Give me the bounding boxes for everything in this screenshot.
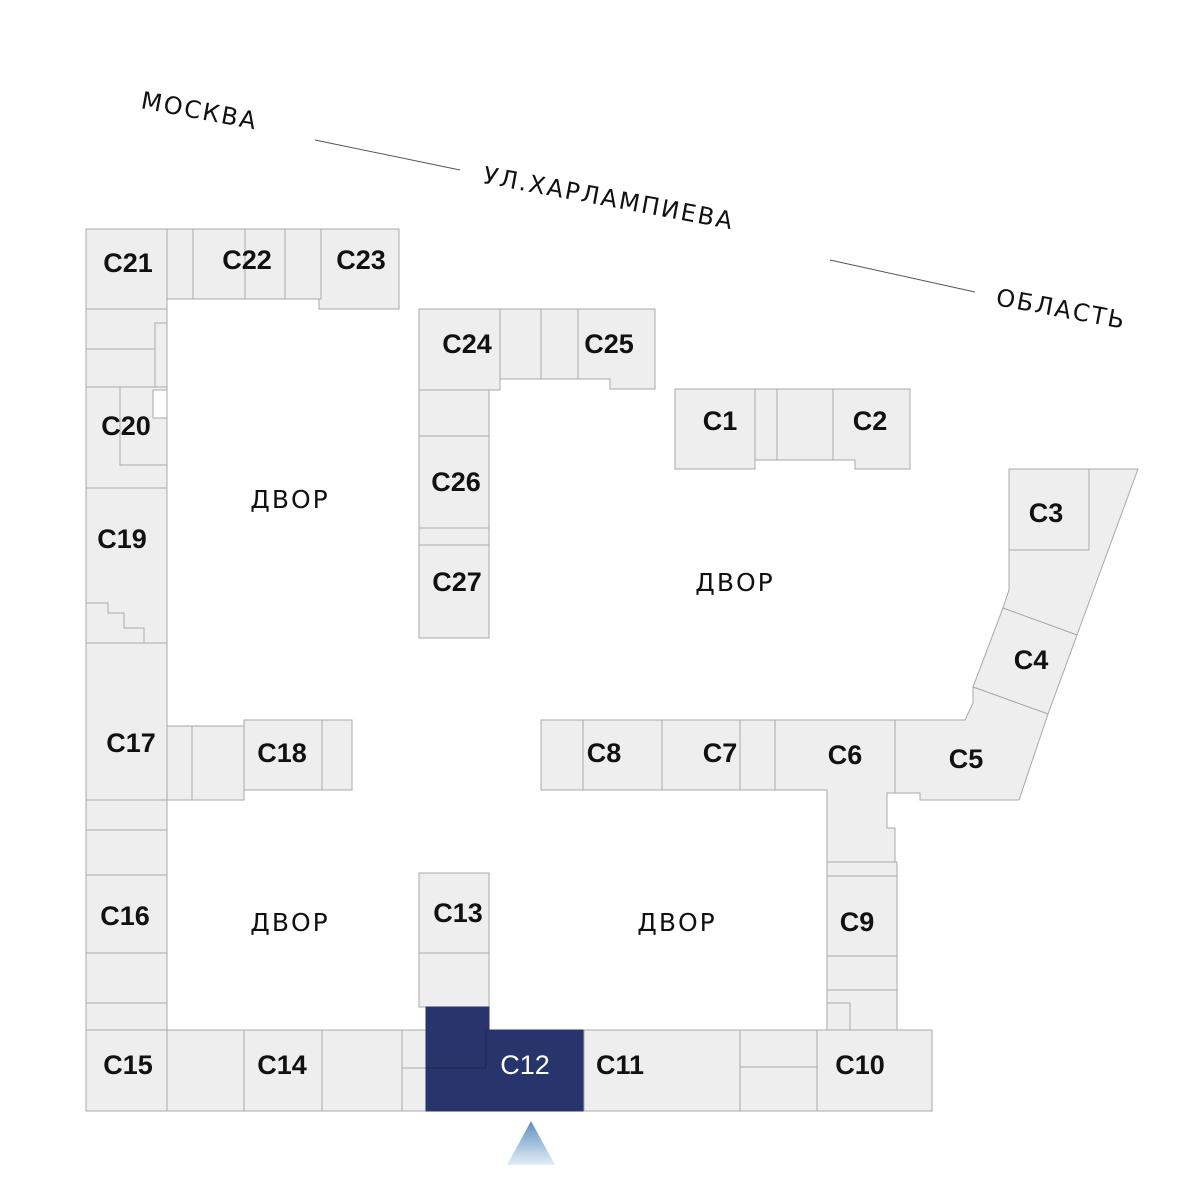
section-block [776, 388, 834, 461]
section-block [85, 952, 168, 1031]
section-label: C10 [835, 1050, 885, 1080]
courtyard-label: ДВОР [695, 568, 774, 597]
section-c24[interactable]: C24 [418, 308, 501, 391]
section-label: C14 [257, 1050, 307, 1080]
section-label: C9 [840, 907, 875, 937]
section-c21[interactable]: C21 [85, 228, 168, 310]
street-label-oblast: ОБЛАСТЬ [994, 283, 1129, 335]
section-c9[interactable]: C9 [826, 875, 898, 957]
section-label: C16 [100, 901, 150, 931]
section-block [739, 1029, 818, 1112]
section-label: C5 [949, 744, 984, 774]
courtyard-label: ДВОР [637, 908, 716, 937]
section-label: C17 [106, 728, 156, 758]
section-block [321, 1029, 427, 1112]
street-label-kharlampieva: УЛ.ХАРЛАМПИЕВА [481, 161, 737, 235]
street-divider [314, 139, 461, 171]
section-c5[interactable]: C5 [894, 686, 1049, 801]
entrance-marker-icon [507, 1121, 555, 1165]
section-label: C23 [336, 245, 386, 275]
section-c13[interactable]: C13 [418, 872, 490, 954]
section-c23[interactable]: C23 [318, 228, 400, 310]
section-c14[interactable]: C14 [243, 1029, 323, 1112]
section-c2[interactable]: C2 [832, 388, 911, 470]
section-c27[interactable]: C27 [418, 527, 490, 639]
courtyard-label: ДВОР [250, 485, 329, 514]
section-block [826, 955, 898, 1034]
section-label: C7 [703, 738, 738, 768]
section-label: C12 [500, 1050, 550, 1080]
section-label: C25 [584, 329, 634, 359]
section-label: C1 [703, 406, 738, 436]
section-block [85, 799, 168, 876]
section-c17[interactable]: C17 [85, 642, 193, 801]
section-c8[interactable]: C8 [540, 719, 663, 791]
section-block [418, 389, 490, 437]
section-c25[interactable]: C25 [577, 308, 656, 390]
section-c3[interactable]: C3 [1002, 468, 1139, 636]
section-label: C26 [431, 467, 481, 497]
section-c10[interactable]: C10 [816, 1029, 933, 1112]
section-label: C3 [1029, 498, 1064, 528]
section-label: C8 [587, 738, 622, 768]
section-label: C27 [432, 567, 482, 597]
section-block [166, 1029, 245, 1112]
section-c12[interactable]: C12 [425, 1006, 585, 1112]
street-label-moskva: МОСКВА [139, 86, 260, 135]
street-divider [829, 259, 976, 293]
section-c7[interactable]: C7 [661, 719, 776, 791]
section-c15[interactable]: C15 [85, 1029, 168, 1112]
section-c20[interactable]: C20 [85, 386, 168, 489]
section-label: C15 [103, 1050, 153, 1080]
courtyard-label: ДВОР [250, 908, 329, 937]
section-c26[interactable]: C26 [418, 435, 490, 529]
section-block [85, 308, 168, 388]
section-block [826, 861, 898, 877]
section-c18[interactable]: C18 [243, 719, 353, 791]
section-block [418, 952, 490, 1008]
section-label: C20 [101, 411, 151, 441]
section-block [284, 228, 322, 300]
section-label: C2 [853, 406, 888, 436]
section-label: C18 [257, 738, 307, 768]
section-label: C19 [97, 524, 147, 554]
section-block [191, 725, 245, 801]
section-c1[interactable]: C1 [674, 388, 778, 470]
section-label: C13 [433, 898, 483, 928]
section-c19[interactable]: C19 [85, 487, 168, 644]
section-c11[interactable]: C11 [583, 1029, 741, 1112]
section-label: C4 [1014, 645, 1049, 675]
section-block [499, 308, 579, 380]
section-label: C11 [596, 1050, 644, 1080]
section-label: C21 [103, 248, 153, 278]
section-c6[interactable]: C6 [774, 719, 896, 863]
section-label: C22 [222, 245, 272, 275]
section-c22[interactable]: C22 [166, 228, 286, 300]
section-c4[interactable]: C4 [972, 607, 1078, 715]
section-label: C24 [442, 329, 492, 359]
section-c16[interactable]: C16 [85, 874, 168, 954]
section-label: C6 [828, 740, 863, 770]
